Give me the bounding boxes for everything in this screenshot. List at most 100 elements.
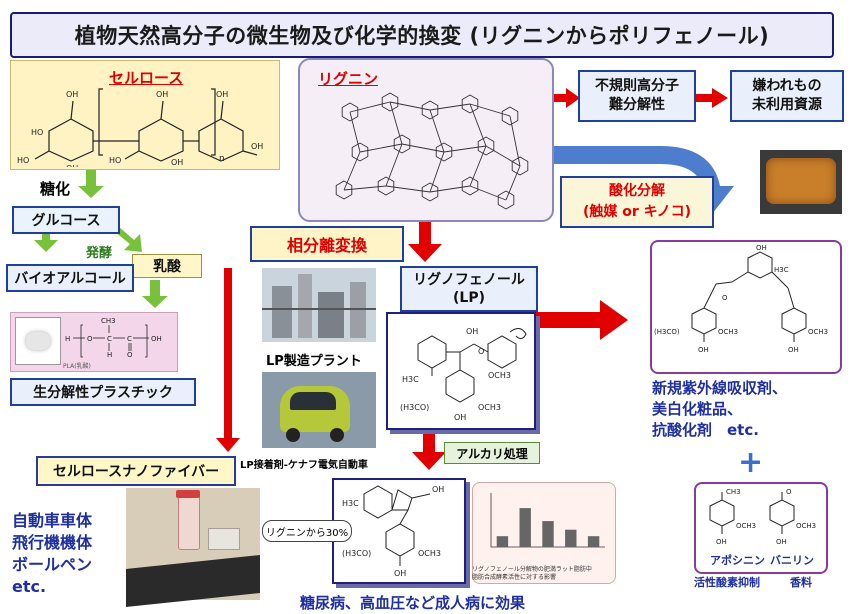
lignin-ring <box>435 142 453 162</box>
oh-label: OH <box>432 485 444 494</box>
use-item: 自動車車体 <box>12 511 93 530</box>
lignin-link <box>469 103 511 117</box>
lactic-acid-box: 乳酸 <box>132 254 202 278</box>
o-label: O <box>786 488 792 496</box>
effect-chart-panel <box>472 482 616 584</box>
oh-label-2: OH <box>776 538 787 546</box>
chart-bar <box>496 536 509 547</box>
h3c-label: H3C <box>342 499 359 508</box>
apocynin-vanillin-box: CH3 O OH OH OCH3 OCH3 アポシニン バニリン <box>694 482 828 574</box>
uv-structures-svg: OH H3C O OH OH OCH3 OCH3 (H3CO) <box>654 244 828 354</box>
o-label: O <box>478 347 484 356</box>
svg-text:OH: OH <box>171 158 183 167</box>
red-arrow-unwanted <box>694 88 728 108</box>
apocynin-label: アポシニン <box>710 554 765 567</box>
lignophenol-line: (LP) <box>453 290 485 306</box>
pla-formula-svg: H O C C OH CH3 H O <box>65 317 162 359</box>
oh-bottom-label: OH <box>394 569 406 578</box>
ch3-label: CH3 <box>726 488 741 496</box>
unwanted-line: 未利用資源 <box>752 97 822 113</box>
lignin-link <box>443 145 487 153</box>
h3co-label: (H3CO) <box>400 403 429 412</box>
use-item: 飛行機機体 <box>12 533 93 552</box>
oh-label: OH <box>466 327 478 336</box>
lignophenol-line: リグノフェノール <box>413 272 525 288</box>
lignin-link <box>509 115 521 167</box>
irregular-line: 不規則高分子 <box>595 78 679 94</box>
svg-text:C: C <box>127 335 132 343</box>
uv-product-item: 美白化粧品、 <box>652 400 743 418</box>
lignin-ring <box>501 106 519 126</box>
h3c-label: H3C <box>402 375 419 384</box>
svg-text:H: H <box>65 335 70 343</box>
chart-caption: リグノフェノール分解物の肥満ラット脂肪中 脂肪合成酵素活性に対する影響 <box>472 566 622 582</box>
phase-separation-box: 相分離変換 <box>250 226 404 262</box>
lp-car-caption: LP接着剤-ケナフ電気自動車 <box>240 460 368 471</box>
lignin-link <box>469 185 507 201</box>
unwanted-box: 嫌われもの 未利用資源 <box>730 70 844 122</box>
oh-label-2: OH <box>698 346 709 354</box>
cellulose-label: セルロース <box>109 69 184 87</box>
fermentation-label: 発酵 <box>86 246 113 261</box>
och3-label: OCH3 <box>418 549 441 558</box>
alkali-product-structure-svg: OH H3C (H3CO) OCH3 OH <box>342 485 444 578</box>
lignin-ring <box>461 94 479 114</box>
green-arrow-down <box>78 170 104 198</box>
vanillin-label: バニリン <box>770 554 814 567</box>
bioalcohol-box: バイオアルコール <box>6 264 134 292</box>
page-title: 植物天然高分子の微生物及び化学的換変 (リグニンからポリフェノール) <box>10 12 834 58</box>
och3-label: OCH3 <box>718 328 738 336</box>
svg-text:OH: OH <box>151 335 162 343</box>
plus-icon: + <box>738 445 764 480</box>
lignin-ring <box>477 136 495 156</box>
apocynin-vanillin-svg: CH3 O OH OH OCH3 OCH3 <box>709 488 816 546</box>
lp-car-photo <box>262 372 376 448</box>
lignin-link <box>505 165 521 201</box>
lignin-ring <box>461 176 479 196</box>
och3b-label: OCH3 <box>478 403 501 412</box>
unwanted-line: 嫌われもの <box>752 78 822 94</box>
effect-bar-chart <box>490 493 605 548</box>
red-arrow-lp-uv <box>532 300 628 340</box>
uses-list: 自動車車体 飛行機機体 ボールペン etc. <box>12 510 92 598</box>
use-item: ボールペン <box>12 555 93 574</box>
alkali-product-structure-box: OH H3C (H3CO) OCH3 OH <box>332 478 466 584</box>
oxidation-line: 酸化分解 <box>609 183 665 199</box>
plastic-panel: H O C C OH CH3 H O PLA(乳酸) <box>10 312 178 372</box>
svg-text:OH: OH <box>251 142 263 151</box>
och3b-label: OCH3 <box>808 328 828 336</box>
lignin-ring <box>393 134 411 154</box>
svg-text:HO: HO <box>17 156 29 165</box>
lignin-link <box>389 101 431 111</box>
lignin-link <box>343 151 361 191</box>
lignin-link <box>389 101 403 145</box>
h3co-label: (H3CO) <box>342 549 371 558</box>
chart-caption-line: 脂肪合成酵素活性に対する影響 <box>472 574 557 581</box>
svg-text:CH3: CH3 <box>101 317 116 325</box>
chart-bar <box>587 536 600 547</box>
och3b-label: OCH3 <box>796 522 816 530</box>
red-arrow-lignin-down <box>408 218 442 262</box>
lignin-link <box>429 185 471 193</box>
lignin-link <box>429 103 471 111</box>
oxidation-line: (触媒 or キノコ) <box>582 204 692 220</box>
oh-bottom-label: OH <box>454 413 466 422</box>
red-arrow-alkali <box>412 432 446 470</box>
chart-caption-line: リグノフェノール分解物の肥満ラット脂肪中 <box>472 566 592 573</box>
svg-text:HO: HO <box>31 128 43 137</box>
lignin-link <box>401 143 445 153</box>
uv-product-item: 抗酸化剤 etc. <box>652 421 759 439</box>
lignin-ring <box>497 190 515 210</box>
chart-bar <box>542 521 554 547</box>
uv-products-list: 新規紫外線吸収剤、 美白化粧品、 抗酸化剤 etc. <box>652 378 787 441</box>
lignin-ring <box>351 142 369 162</box>
plastic-caption: PLA(乳酸) <box>63 363 91 370</box>
glucose-box: グルコース <box>12 206 120 234</box>
oh-label-3: OH <box>788 346 799 354</box>
red-arrow-irregular <box>550 88 580 108</box>
och3-label: OCH3 <box>488 371 511 380</box>
svg-text:C: C <box>107 335 112 343</box>
lignin-link <box>343 185 387 191</box>
